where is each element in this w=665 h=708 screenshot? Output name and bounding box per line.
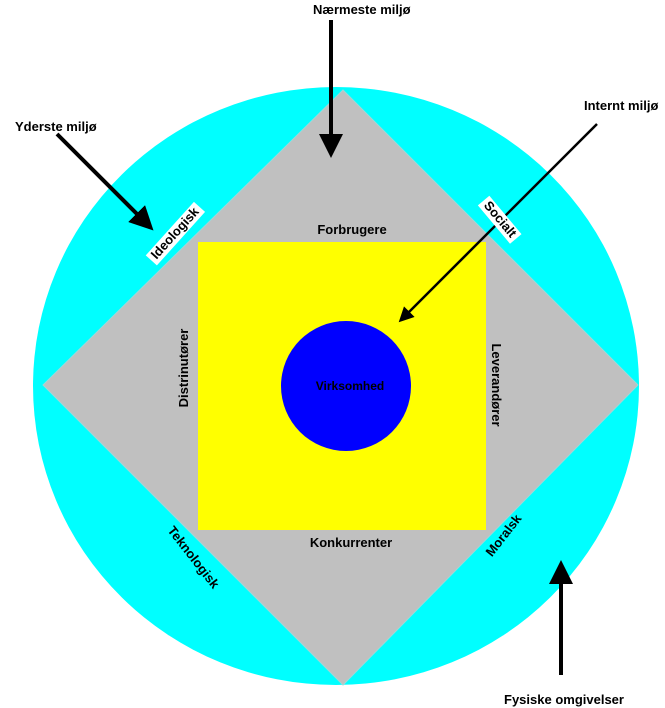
ideologisk-label-bg bbox=[145, 201, 206, 266]
arrow-yderste bbox=[55, 132, 154, 231]
socialt-label-bg bbox=[477, 195, 522, 244]
label-internt: Internt miljø bbox=[584, 98, 658, 113]
label-konkurrenter: Konkurrenter bbox=[310, 535, 392, 550]
label-distributorer: Distrinutører bbox=[176, 329, 191, 408]
label-virksomhed: Virksomhed bbox=[316, 379, 384, 393]
label-naermeste: Nærmeste miljø bbox=[313, 2, 411, 17]
label-yderste: Yderste miljø bbox=[15, 119, 97, 134]
company-core-circle bbox=[281, 321, 411, 451]
label-leverandorer: Leverandører bbox=[489, 343, 504, 426]
label-fysiske: Fysiske omgivelser bbox=[504, 692, 624, 707]
label-forbrugere: Forbrugere bbox=[317, 222, 386, 237]
